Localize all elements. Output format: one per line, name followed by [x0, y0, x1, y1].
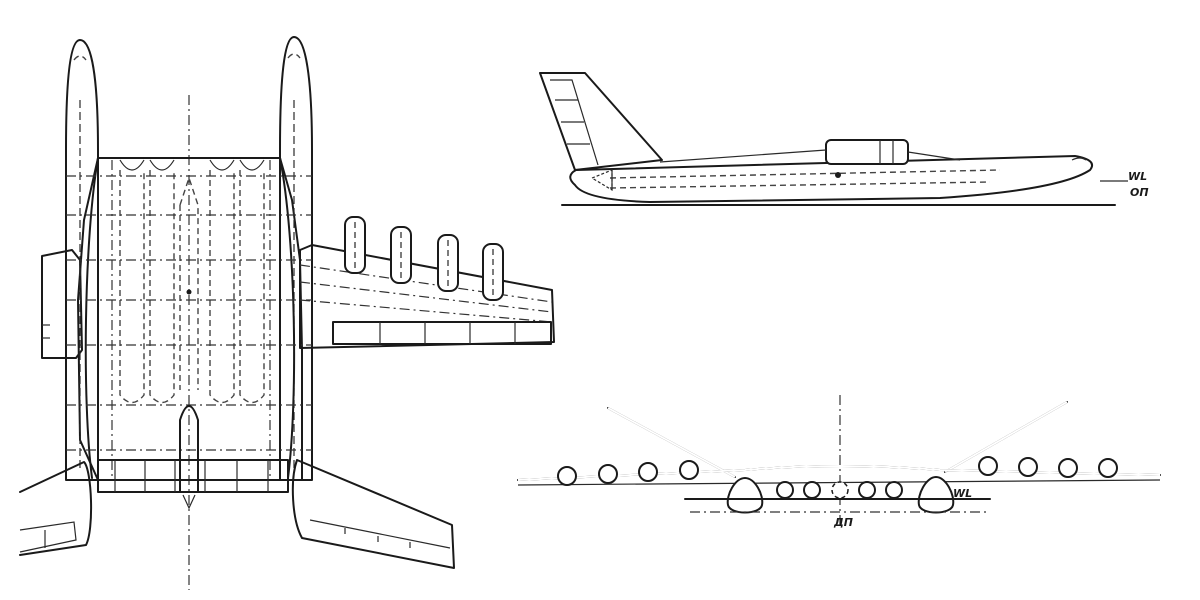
engine-front: [803, 481, 821, 499]
engine-front: [885, 481, 903, 499]
plan-stabilizer: [97, 459, 289, 493]
front-view: WL ДП: [517, 395, 1161, 529]
plan-view: [19, 36, 555, 590]
plan-left-stub-wing: [41, 249, 83, 359]
engine-front: [679, 460, 699, 480]
plan-wing-flaps: [332, 321, 552, 345]
plan-engine-nacelles: [344, 216, 504, 301]
front-engines-right: [978, 456, 1118, 478]
plan-cargo-bays: [119, 159, 265, 404]
side-hull: [569, 155, 1094, 203]
engine-front: [1018, 457, 1038, 477]
side-engine-pod: [825, 139, 909, 165]
plan-right-tailplane: [291, 459, 455, 569]
plan-right-wing: [299, 244, 555, 349]
engine-front: [858, 481, 876, 499]
side-cg-marker: [835, 172, 841, 178]
plan-tail-pod: [179, 405, 199, 493]
engine-front: [1058, 458, 1078, 478]
engine-front: [638, 462, 658, 482]
plan-centre-arrow: [179, 175, 199, 390]
engine-front: [1098, 458, 1118, 478]
engine-front: [978, 456, 998, 476]
front-engines-left: [557, 460, 699, 486]
engine-front: [776, 481, 794, 499]
side-waterline-label: WL: [1128, 170, 1147, 183]
engine-front: [598, 464, 618, 484]
plan-left-tailplane: [19, 461, 93, 556]
plan-right-float: [279, 36, 313, 481]
engine-front: [557, 466, 577, 486]
engine-front-hidden: [831, 481, 849, 499]
side-baseline-label: ОП: [1130, 186, 1149, 199]
side-view: WL ОП: [539, 72, 1149, 206]
front-centerline-label: ДП: [833, 516, 853, 529]
front-waterline-label: WL: [953, 487, 972, 500]
side-tail-fin: [539, 72, 663, 171]
front-engines-center: [776, 481, 903, 499]
